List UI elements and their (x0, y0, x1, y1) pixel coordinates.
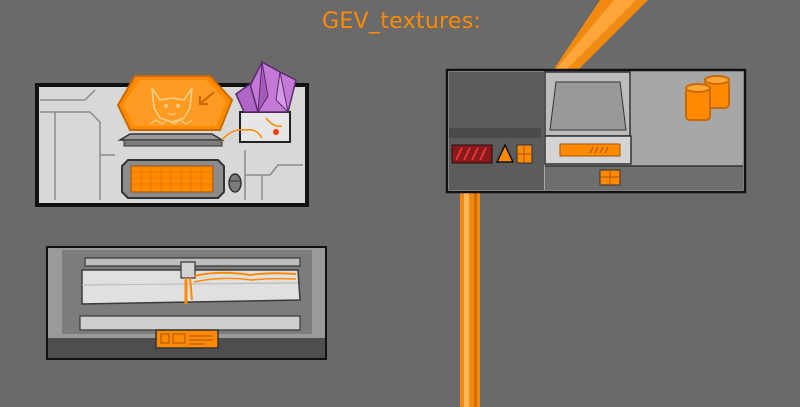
wall-terminal-texture (445, 68, 747, 194)
hologram-console-texture (35, 60, 309, 207)
conduit-machine-texture (46, 246, 327, 360)
keyboard-screen-icon (121, 159, 225, 199)
screen-icon (559, 143, 621, 157)
barrels-icon (685, 75, 730, 121)
diagonal-pipe (548, 0, 648, 78)
warning-triangle-icon (495, 143, 515, 163)
vent-icon (451, 144, 493, 164)
creature-hologram-icon (116, 75, 234, 131)
crystal-icon (221, 60, 297, 143)
cable-icon (184, 271, 297, 304)
control-panel-icon (155, 329, 219, 349)
vertical-pipe (460, 185, 480, 407)
sheet-title: GEV_textures: (322, 9, 482, 34)
mouse-icon (228, 173, 242, 193)
